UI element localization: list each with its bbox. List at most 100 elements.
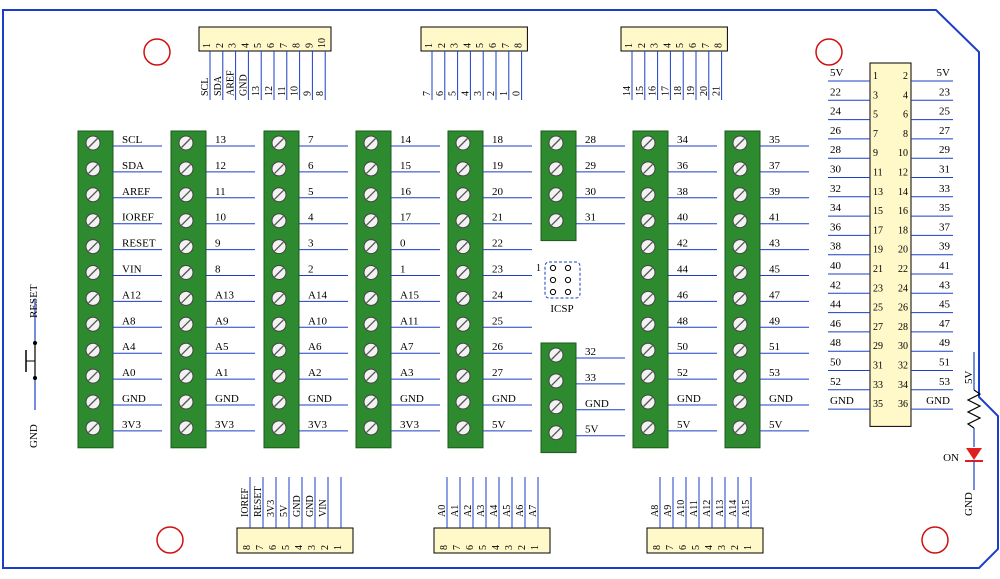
double-header-left-label: 5V bbox=[830, 67, 844, 79]
double-header-right-pin: 8 bbox=[903, 129, 908, 140]
double-header-right-pin: 34 bbox=[898, 380, 908, 391]
terminal-screw-slot bbox=[274, 319, 284, 330]
bottom-header-signal-label: GND bbox=[292, 495, 303, 517]
top-header-signal-label: 19 bbox=[686, 86, 697, 96]
terminal-label: A3 bbox=[400, 367, 414, 379]
terminal-label: 33 bbox=[585, 372, 597, 384]
bottom-header-pin-number: 6 bbox=[268, 545, 279, 550]
terminal-label: 30 bbox=[585, 186, 597, 198]
top-header-pin-number: 4 bbox=[240, 43, 251, 48]
terminal-screw-slot bbox=[181, 293, 191, 304]
top-header-pin-number: 1 bbox=[202, 43, 213, 48]
terminal-label: 25 bbox=[492, 315, 504, 327]
terminal-screw-slot bbox=[366, 397, 376, 407]
double-header-left-pin: 11 bbox=[873, 168, 883, 179]
terminal-label: A9 bbox=[215, 315, 229, 327]
led-gnd-label: GND bbox=[963, 492, 975, 516]
double-header-left-pin: 1 bbox=[873, 71, 878, 82]
double-header-right-label: 47 bbox=[939, 318, 951, 330]
bottom-header-pin-number: 3 bbox=[717, 545, 728, 550]
double-header-right-pin: 18 bbox=[898, 225, 908, 236]
bottom-header-signal-label: VIN bbox=[318, 499, 329, 517]
terminal-screw-slot bbox=[551, 350, 561, 360]
terminal-screw-slot bbox=[88, 422, 98, 433]
mounting-hole-top-right bbox=[815, 38, 843, 66]
terminal-screw-slot bbox=[274, 138, 284, 148]
top-header-body bbox=[198, 26, 332, 52]
bottom-header-signal-label: GND bbox=[305, 495, 316, 517]
top-header-pin-number: 7 bbox=[701, 43, 712, 48]
icsp-pin1-label: 1 bbox=[536, 263, 541, 274]
terminal-screw-slot bbox=[643, 215, 653, 226]
top-header-signal-label: 3 bbox=[473, 91, 484, 96]
terminal-label: GND bbox=[492, 393, 516, 405]
terminal-screw-slot bbox=[274, 163, 284, 174]
bottom-header-signal-label: A2 bbox=[463, 505, 474, 517]
terminal-screw-slot bbox=[88, 241, 98, 252]
icsp-header: 1 ICSP bbox=[536, 261, 581, 315]
double-header-right-label: 29 bbox=[939, 144, 951, 156]
terminal-label: 5V bbox=[585, 424, 599, 436]
terminal-screw-slot bbox=[735, 241, 745, 252]
terminal-screw-slot bbox=[643, 189, 653, 200]
terminal-label: 35 bbox=[769, 134, 781, 146]
terminal-label: SDA bbox=[122, 160, 144, 172]
terminal-screw-slot bbox=[735, 138, 745, 148]
terminal-label: 2 bbox=[308, 264, 314, 276]
terminal-label: 10 bbox=[215, 212, 227, 224]
bottom-header-signal-label: A11 bbox=[689, 500, 700, 517]
bottom-header-signal-label: IOREF bbox=[240, 488, 251, 517]
double-header-left-pin: 9 bbox=[873, 148, 878, 159]
terminal-label: 22 bbox=[492, 238, 503, 250]
double-header-right-label: 27 bbox=[939, 125, 951, 137]
bottom-header-signal-label: A4 bbox=[489, 505, 500, 517]
terminal-label: 46 bbox=[677, 289, 689, 301]
double-header-left-label: 36 bbox=[830, 221, 842, 233]
bottom-header-signal-label: A9 bbox=[663, 505, 674, 517]
double-header-right-label: 39 bbox=[939, 241, 951, 253]
bottom-header-signal-label: A6 bbox=[515, 505, 526, 517]
terminal-screw-slot bbox=[366, 293, 376, 304]
terminal-label: 42 bbox=[677, 238, 688, 250]
terminal-screw-slot bbox=[458, 189, 468, 200]
terminal-screw-slot bbox=[274, 267, 284, 278]
terminal-label: 37 bbox=[769, 160, 781, 172]
double-header-left-label: 22 bbox=[830, 86, 841, 98]
bottom-header-signal-label: A7 bbox=[528, 505, 539, 517]
double-header-left-label: 24 bbox=[830, 106, 842, 118]
terminal-label: A6 bbox=[308, 341, 322, 353]
terminal-screw-slot bbox=[181, 267, 191, 278]
double-header-left-pin: 33 bbox=[873, 380, 883, 391]
terminal-label: A10 bbox=[308, 315, 327, 327]
terminal-label: RESET bbox=[122, 238, 156, 250]
terminal-screw-slot bbox=[88, 215, 98, 226]
bottom-header-signal-label: RESET bbox=[253, 486, 264, 517]
double-header-left-pin: 5 bbox=[873, 110, 878, 121]
terminal-label: 3V3 bbox=[215, 419, 234, 431]
top-header-signal-label: 9 bbox=[302, 91, 313, 96]
top-header-signal-label: SDA bbox=[213, 75, 224, 96]
terminal-label: 41 bbox=[769, 212, 780, 224]
double-header-right-pin: 2 bbox=[903, 71, 908, 82]
top-header-body bbox=[620, 26, 728, 52]
terminal-screw-slot bbox=[274, 215, 284, 226]
terminal-screw-slot bbox=[88, 138, 98, 148]
double-header-right-pin: 26 bbox=[898, 303, 908, 314]
terminal-label: GND bbox=[585, 398, 609, 410]
terminal-screw-slot bbox=[274, 345, 284, 356]
terminal-screw-slot bbox=[458, 371, 468, 382]
terminal-screw-slot bbox=[735, 215, 745, 226]
bottom-header-pin-number: 7 bbox=[665, 545, 676, 550]
double-header-left-pin: 21 bbox=[873, 264, 883, 275]
terminal-label: 47 bbox=[769, 289, 781, 301]
terminal-label: 14 bbox=[400, 134, 412, 146]
terminal-screw-slot bbox=[366, 319, 376, 330]
bottom-header-pin-number: 4 bbox=[704, 545, 715, 550]
terminal-screw-slot bbox=[458, 422, 468, 433]
terminal-label: 18 bbox=[492, 134, 504, 146]
